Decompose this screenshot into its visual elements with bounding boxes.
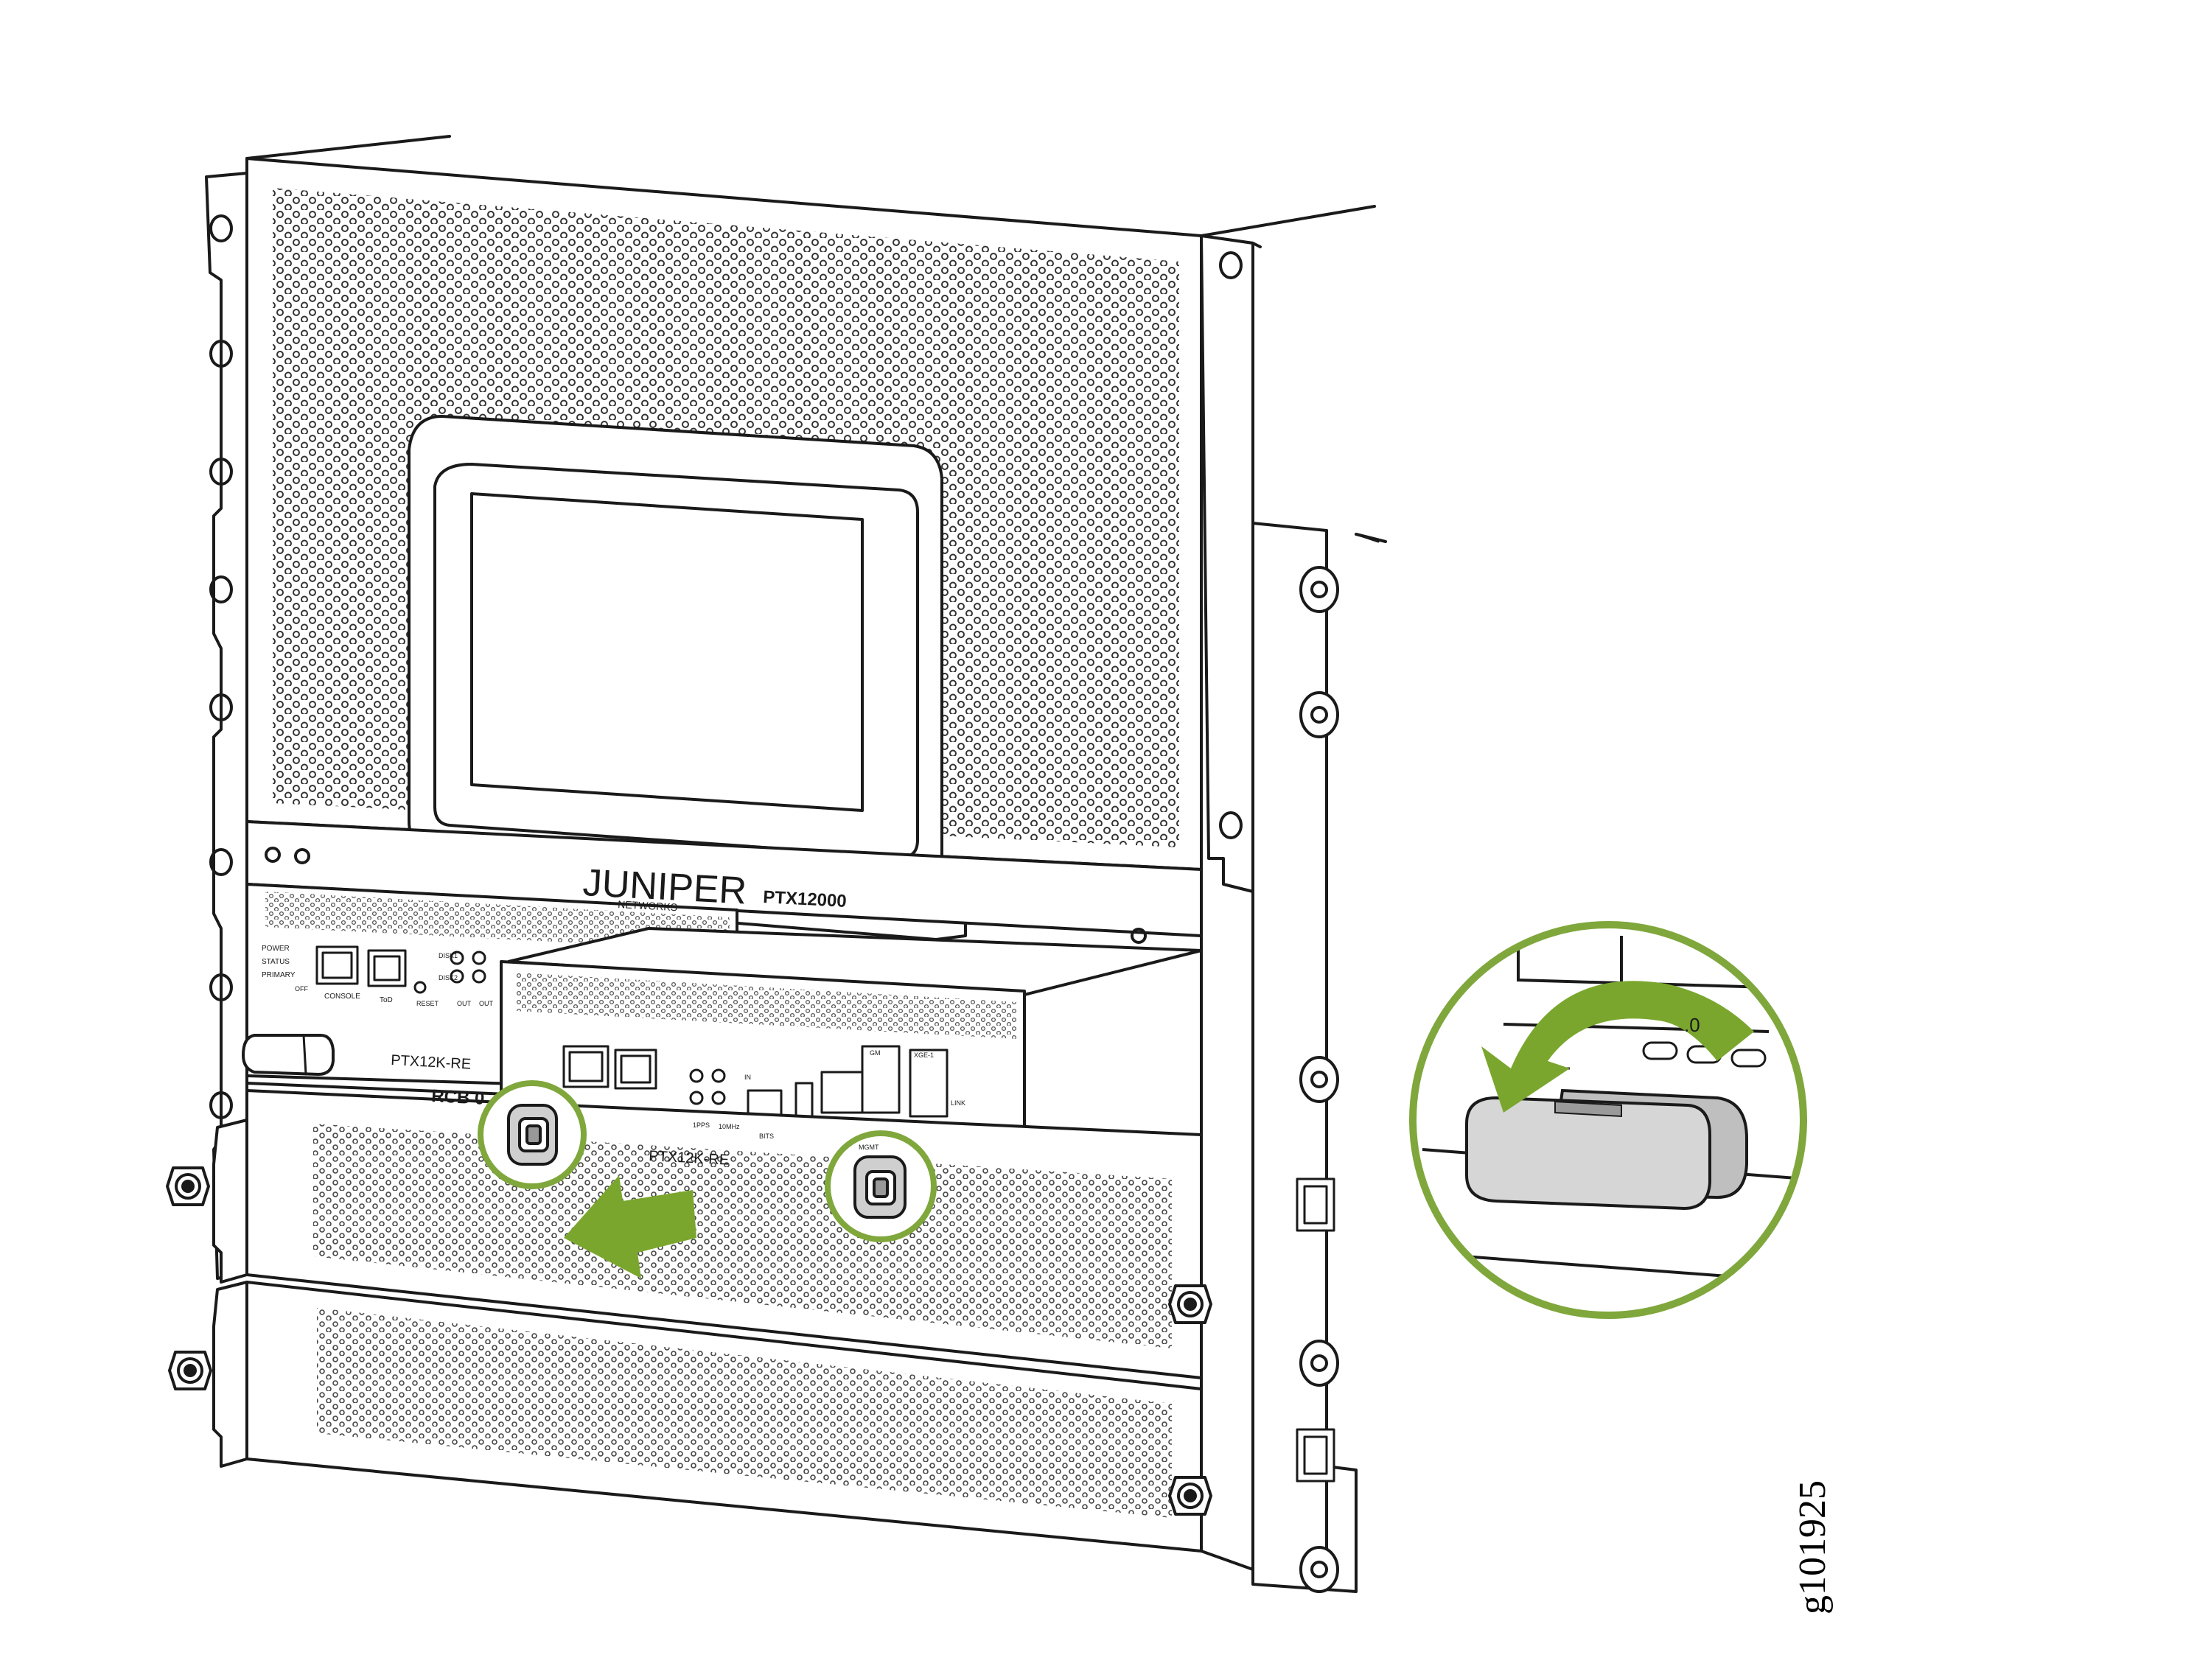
pps-label: 1PPS — [693, 1121, 710, 1129]
lower-panel-2-perforation — [317, 1308, 1172, 1518]
tod-label: ToD — [380, 996, 393, 1004]
re-module-pulled-ports — [562, 1045, 949, 1125]
right-rail-holes — [1299, 566, 1339, 1593]
re-module-pulled-perforation — [516, 973, 1017, 1039]
figure-id: g101925 — [1792, 1480, 1834, 1614]
rack-top-edge — [245, 135, 451, 160]
disk2-label: DISK2 — [439, 974, 458, 981]
xge-label: XGE-1 — [914, 1051, 934, 1059]
inset-partial-label: .0 — [1684, 1014, 1700, 1036]
link-label: LINK — [951, 1099, 965, 1107]
left-rail-holes — [209, 214, 1243, 1119]
lower-rail-left-2 — [212, 1281, 248, 1468]
in-label: IN — [744, 1074, 751, 1081]
disk1-label: DISK1 — [439, 952, 458, 959]
out1-label: OUT — [457, 1000, 472, 1007]
re-slot-band — [245, 820, 1203, 937]
ejector-left — [478, 1080, 587, 1189]
mhz-label: 10MHz — [719, 1123, 740, 1130]
re-module-left-handle — [242, 1034, 335, 1076]
mgmt-label: MGMT — [859, 1144, 879, 1151]
right-rail-upper — [1200, 234, 1254, 893]
gm-label: GM — [870, 1049, 881, 1057]
rcb-label: RCB 0 — [431, 1086, 485, 1109]
reset-label: RESET — [416, 1000, 439, 1007]
detail-inset — [1409, 921, 1807, 1319]
led-status-label: STATUS — [262, 958, 290, 966]
console-label: CONSOLE — [324, 993, 360, 1001]
brand-subtitle: NETWORKS — [618, 898, 678, 913]
re-module-left-ports — [315, 945, 486, 994]
right-side-brackets — [1296, 1177, 1335, 1483]
bits-label: BITS — [759, 1133, 774, 1140]
led-primary-label: PRIMARY — [262, 971, 296, 979]
lower-rail-left-1 — [212, 1119, 248, 1284]
craft-display-screen — [470, 492, 864, 812]
rack-top-right — [1200, 205, 1376, 237]
off-label: OFF — [295, 985, 308, 993]
thumbscrews — [166, 1166, 1212, 1516]
brand-logo: JUNIPER — [581, 861, 747, 913]
rotation-arrow — [1481, 981, 1754, 1113]
out2-label: OUT — [479, 1000, 494, 1007]
led-power-label: POWER — [262, 945, 290, 953]
ejector-right — [825, 1130, 937, 1242]
model-label: PTX12000 — [763, 887, 848, 911]
pull-direction-arrow — [564, 1175, 696, 1278]
